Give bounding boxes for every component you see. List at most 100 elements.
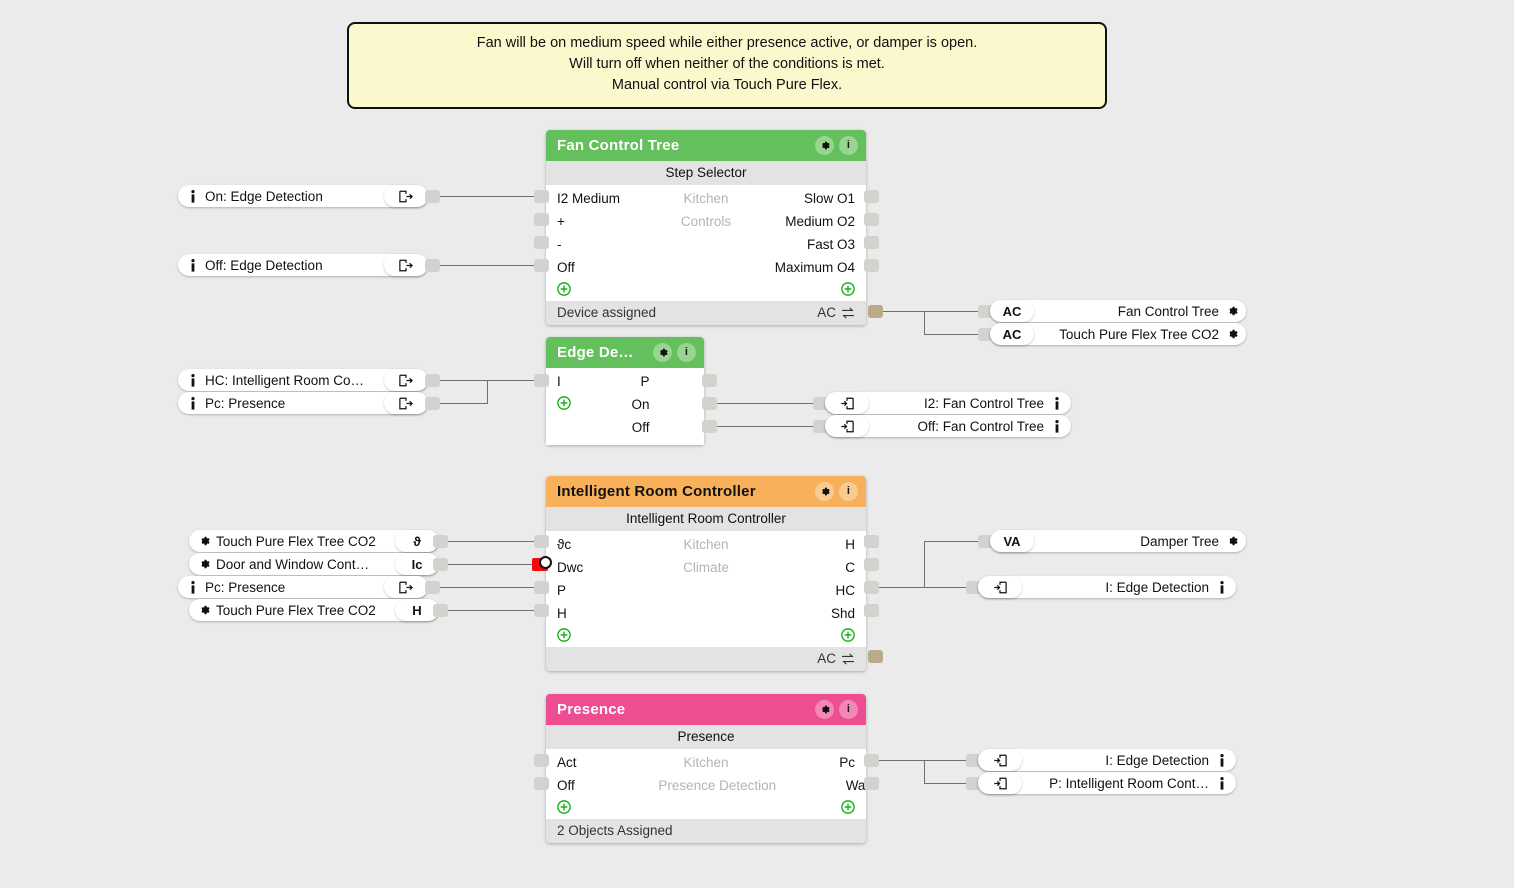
add-port-row[interactable] bbox=[546, 797, 866, 817]
node-intelligent-room-controller[interactable]: Intelligent Room Controller i Intelligen… bbox=[546, 476, 866, 671]
pill-output-port[interactable] bbox=[425, 259, 440, 272]
pill-input-port[interactable] bbox=[966, 581, 981, 594]
gear-icon[interactable] bbox=[653, 343, 672, 362]
import-icon[interactable] bbox=[825, 392, 869, 414]
node-output-port[interactable] bbox=[864, 558, 879, 571]
export-icon[interactable] bbox=[384, 392, 428, 414]
export-icon[interactable] bbox=[384, 254, 428, 276]
pill-output-port[interactable] bbox=[425, 581, 440, 594]
node-header[interactable]: Intelligent Room Controller i bbox=[546, 476, 866, 507]
info-icon[interactable] bbox=[1050, 396, 1063, 410]
list-item-target[interactable]: AC Fan Control Tree bbox=[990, 300, 1246, 322]
import-icon[interactable] bbox=[825, 415, 869, 437]
gear-icon[interactable] bbox=[815, 482, 834, 501]
gear-icon[interactable] bbox=[815, 136, 834, 155]
export-icon[interactable] bbox=[384, 185, 428, 207]
port-chip[interactable]: ϑ bbox=[395, 530, 439, 552]
pill-output-port[interactable] bbox=[425, 397, 440, 410]
add-input-icon[interactable] bbox=[557, 800, 571, 814]
node-input-port[interactable] bbox=[534, 213, 549, 226]
list-item-target[interactable]: VA Damper Tree bbox=[990, 530, 1246, 552]
node-header[interactable]: Fan Control Tree i bbox=[546, 130, 866, 161]
list-item-source[interactable]: Touch Pure Flex Tree CO2 ϑ bbox=[189, 530, 439, 552]
list-item-source[interactable]: HC: Intelligent Room Co… bbox=[178, 369, 428, 391]
node-output-port[interactable] bbox=[864, 581, 879, 594]
list-item-source[interactable]: Door and Window Cont… Ic bbox=[189, 553, 439, 575]
list-item-source[interactable]: On: Edge Detection bbox=[178, 185, 428, 207]
node-presence[interactable]: Presence i Presence Act Kitchen Pc Off P… bbox=[546, 694, 877, 843]
node-input-port-alarm[interactable] bbox=[532, 556, 552, 571]
list-item-source[interactable]: Touch Pure Flex Tree CO2 H bbox=[189, 599, 439, 621]
import-icon[interactable] bbox=[978, 772, 1022, 794]
node-header[interactable]: Edge De… i bbox=[546, 337, 704, 368]
pill-input-port[interactable] bbox=[966, 777, 981, 790]
info-icon[interactable] bbox=[1050, 419, 1063, 433]
pill-output-port[interactable] bbox=[425, 374, 440, 387]
info-icon[interactable]: i bbox=[677, 343, 696, 362]
list-item-target[interactable]: I: Edge Detection bbox=[978, 576, 1236, 598]
info-icon[interactable]: i bbox=[839, 700, 858, 719]
port-chip[interactable]: H bbox=[395, 599, 439, 621]
port-chip[interactable]: Ic bbox=[395, 553, 439, 575]
node-output-port[interactable] bbox=[864, 754, 879, 767]
node-input-port[interactable] bbox=[534, 190, 549, 203]
list-item-target[interactable]: I2: Fan Control Tree bbox=[825, 392, 1071, 414]
add-input-icon[interactable] bbox=[557, 628, 571, 642]
gear-icon[interactable] bbox=[1225, 328, 1238, 340]
list-item-target[interactable]: I: Edge Detection bbox=[978, 749, 1236, 771]
node-input-port[interactable] bbox=[534, 259, 549, 272]
node-output-port[interactable] bbox=[702, 397, 717, 410]
add-output-icon[interactable] bbox=[841, 628, 855, 642]
port-chip[interactable]: AC bbox=[990, 300, 1034, 322]
node-input-port[interactable] bbox=[534, 535, 549, 548]
pill-input-port[interactable] bbox=[978, 305, 993, 318]
port-chip[interactable]: AC bbox=[990, 323, 1034, 345]
info-icon[interactable]: i bbox=[839, 482, 858, 501]
node-input-port[interactable] bbox=[534, 754, 549, 767]
pill-input-port[interactable] bbox=[978, 328, 993, 341]
node-output-port[interactable] bbox=[864, 236, 879, 249]
list-item-source[interactable]: Off: Edge Detection bbox=[178, 254, 428, 276]
gear-icon[interactable] bbox=[1225, 305, 1238, 317]
list-item-target[interactable]: Off: Fan Control Tree bbox=[825, 415, 1071, 437]
info-icon[interactable]: i bbox=[839, 136, 858, 155]
pill-input-port[interactable] bbox=[813, 397, 828, 410]
node-output-port[interactable] bbox=[864, 535, 879, 548]
pill-input-port[interactable] bbox=[813, 420, 828, 433]
import-icon[interactable] bbox=[978, 749, 1022, 771]
node-output-port[interactable] bbox=[864, 777, 879, 790]
gear-icon[interactable] bbox=[1225, 535, 1238, 547]
node-output-port[interactable] bbox=[864, 213, 879, 226]
export-icon[interactable] bbox=[384, 576, 428, 598]
add-output-icon[interactable] bbox=[841, 282, 855, 296]
pill-input-port[interactable] bbox=[978, 535, 993, 548]
add-input-icon[interactable] bbox=[557, 282, 571, 296]
node-output-port[interactable] bbox=[864, 259, 879, 272]
pill-output-port[interactable] bbox=[433, 535, 448, 548]
gear-icon[interactable] bbox=[815, 700, 834, 719]
list-item-source[interactable]: Pc: Presence bbox=[178, 576, 428, 598]
device-assigned-port[interactable] bbox=[868, 650, 883, 663]
device-assigned-port[interactable] bbox=[868, 305, 883, 318]
info-icon[interactable] bbox=[1215, 776, 1228, 790]
export-icon[interactable] bbox=[384, 369, 428, 391]
port-chip[interactable]: VA bbox=[990, 530, 1034, 552]
import-icon[interactable] bbox=[978, 576, 1022, 598]
node-header[interactable]: Presence i bbox=[546, 694, 866, 725]
pill-output-port[interactable] bbox=[433, 604, 448, 617]
list-item-source[interactable]: Pc: Presence bbox=[178, 392, 428, 414]
info-icon[interactable] bbox=[1215, 580, 1228, 594]
pill-output-port[interactable] bbox=[425, 190, 440, 203]
node-output-port[interactable] bbox=[702, 374, 717, 387]
node-input-port[interactable] bbox=[534, 581, 549, 594]
list-item-target[interactable]: AC Touch Pure Flex Tree CO2 bbox=[990, 323, 1246, 345]
node-input-port[interactable] bbox=[534, 374, 549, 387]
node-fan-control-tree[interactable]: Fan Control Tree i Step Selector I2 Medi… bbox=[546, 130, 866, 325]
node-input-port[interactable] bbox=[534, 236, 549, 249]
pill-output-port[interactable] bbox=[433, 558, 448, 571]
node-output-port[interactable] bbox=[702, 420, 717, 433]
node-input-port[interactable] bbox=[534, 777, 549, 790]
add-output-icon[interactable] bbox=[841, 800, 855, 814]
list-item-target[interactable]: P: Intelligent Room Cont… bbox=[978, 772, 1236, 794]
